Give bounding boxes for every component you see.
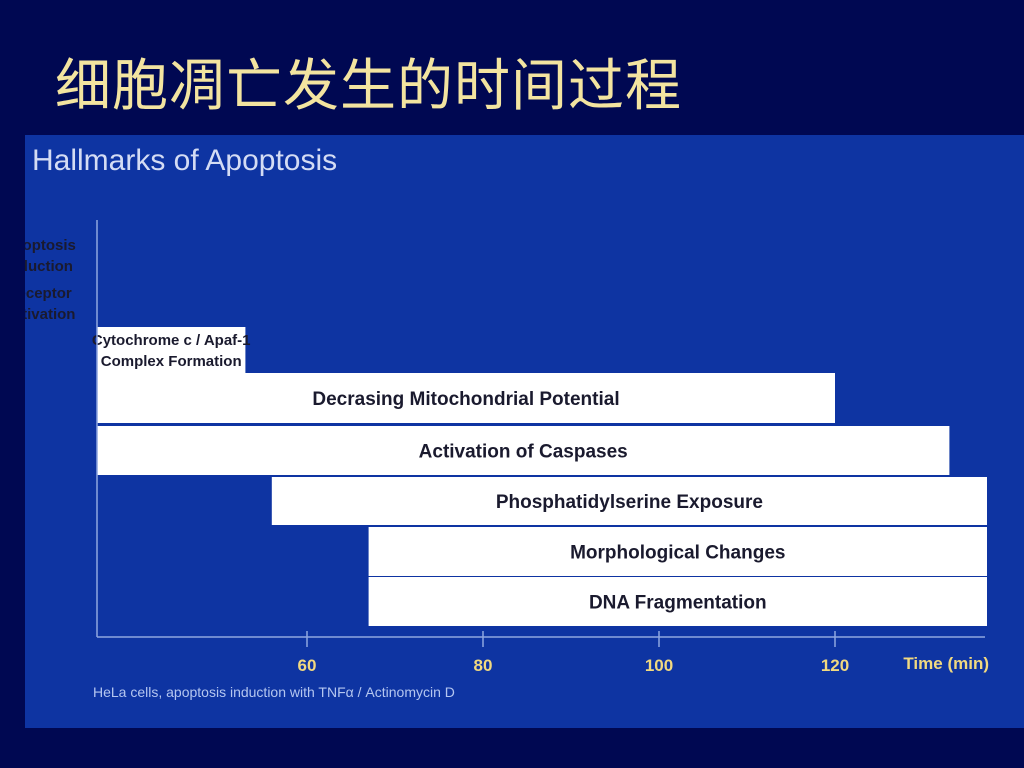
x-tick-label: 120 — [821, 656, 849, 675]
x-axis-label: Time (min) — [903, 654, 989, 673]
gantt-bar — [97, 426, 950, 475]
gantt-bar — [368, 577, 988, 626]
gantt-bar-label: Receptor — [25, 285, 72, 302]
slide-title: 细胞凋亡发生的时间过程 — [55, 54, 682, 119]
chart-title: Hallmarks of Apoptosis — [32, 144, 338, 177]
x-tick-label: 80 — [474, 656, 493, 675]
gantt-chart: ApoptosisInductionReceptorActivationCyto… — [25, 220, 989, 675]
gantt-bar-label: Phosphatidylserine Exposure — [496, 492, 763, 513]
gantt-bar-label: Activation of Caspases — [419, 442, 628, 463]
chart-footnote: HeLa cells, apoptosis induction with TNF… — [93, 684, 455, 700]
gantt-bar-label: Complex Formation — [101, 353, 242, 370]
gantt-bar — [97, 373, 835, 423]
gantt-bar-label: Induction — [25, 258, 73, 275]
x-tick-label: 100 — [645, 656, 673, 675]
gantt-bar-label: Decrasing Mitochondrial Potential — [312, 389, 619, 410]
x-tick-label: 60 — [298, 656, 317, 675]
gantt-bar-label: Activation — [25, 306, 75, 323]
gantt-bar-label: Apoptosis — [25, 237, 76, 254]
gantt-bar-label: Morphological Changes — [570, 543, 785, 564]
gantt-bar — [368, 527, 988, 576]
bottom-band — [0, 728, 1024, 768]
chart-panel: Hallmarks of Apoptosis ApoptosisInductio… — [25, 135, 1024, 728]
gantt-bar-label: DNA Fragmentation — [589, 593, 767, 614]
gantt-bar-label: Cytochrome c / Apaf-1 — [92, 332, 251, 349]
gantt-bar — [271, 477, 987, 525]
gantt-bar — [97, 327, 246, 373]
